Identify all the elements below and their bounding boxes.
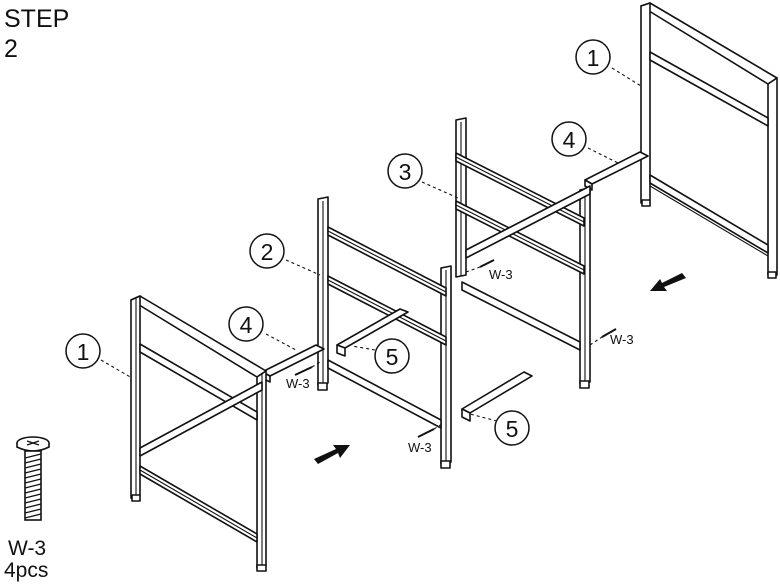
screw-label-back-right: W-3: [610, 332, 634, 347]
arrow-right-icon: [314, 445, 350, 464]
svg-text:1: 1: [587, 45, 600, 71]
step-number: 2: [4, 35, 18, 63]
hardware-code: W-3: [8, 537, 47, 560]
callout-front-inner-frame: 2: [249, 233, 285, 269]
right-connector-bar: [584, 151, 649, 191]
callout-back-inner-frame: 3: [387, 153, 423, 189]
callout-back-side-frame: 1: [575, 39, 611, 75]
front-short-bar: [336, 308, 409, 357]
front-inner-frame: [317, 196, 590, 469]
hardware-quantity: 4pcs: [4, 559, 49, 582]
svg-text:5: 5: [386, 344, 399, 370]
callout-right-connector-bar: 4: [551, 121, 587, 157]
back-inner-frame: [455, 117, 591, 385]
step-label: STEP: [4, 5, 70, 33]
step-heading: STEP 2: [4, 4, 69, 64]
svg-text:2: 2: [261, 239, 274, 265]
arrow-left-icon: [650, 273, 686, 291]
screw-back-right: [589, 328, 617, 346]
front-side-frame: [130, 295, 267, 572]
svg-text:5: 5: [506, 416, 519, 442]
screw-label-front-center: W-3: [408, 440, 432, 455]
svg-text:1: 1: [77, 339, 90, 365]
back-side-frame: [640, 2, 778, 279]
callout-left-connector-bar: 4: [228, 306, 264, 342]
callout-front-side-frame: 1: [65, 333, 101, 369]
svg-text:4: 4: [240, 312, 253, 338]
screw-front-center: [417, 423, 443, 438]
lower-short-bar: [461, 371, 533, 422]
screw-icon: [16, 436, 50, 521]
screw-back-center: [465, 259, 495, 273]
screw-front-left: [294, 361, 321, 376]
svg-text:4: 4: [563, 127, 576, 153]
callout-lower-short-bar: 5: [494, 410, 530, 446]
screw-label-back-center: W-3: [489, 267, 513, 282]
callout-front-short-bar: 5: [374, 338, 410, 374]
screw-label-front-left: W-3: [286, 376, 310, 391]
svg-text:3: 3: [399, 159, 412, 185]
